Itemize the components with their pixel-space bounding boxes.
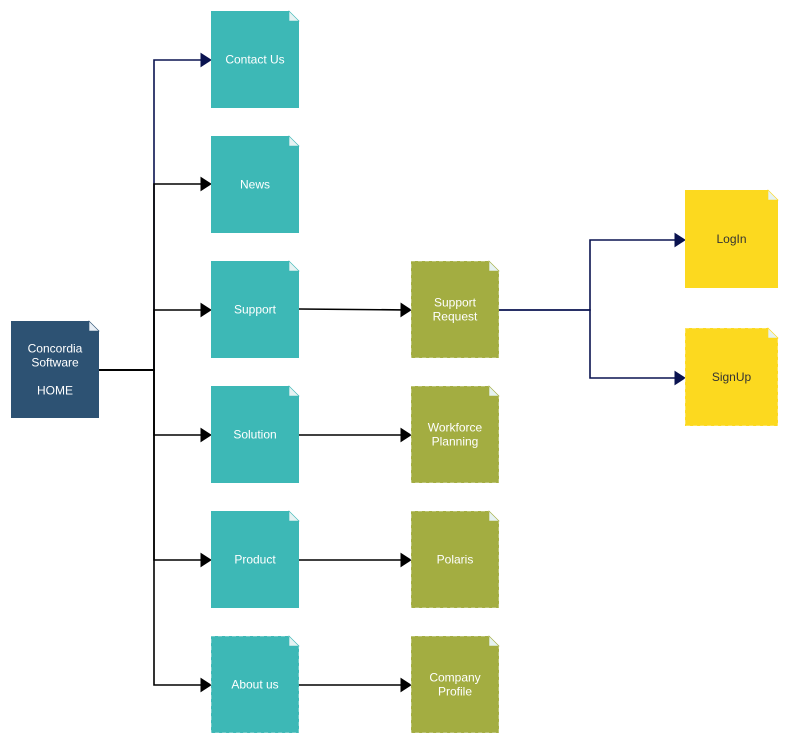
document-shape xyxy=(211,136,299,233)
node-label: Contact Us xyxy=(225,53,284,67)
edge-home-about xyxy=(99,369,212,693)
node-product[interactable]: Product xyxy=(211,510,300,608)
connector-line xyxy=(499,309,677,379)
connector-line xyxy=(99,369,203,561)
node-about[interactable]: About us xyxy=(210,635,300,734)
node-label: About us xyxy=(231,678,278,692)
connector-line xyxy=(99,309,203,371)
document-shape xyxy=(211,261,299,358)
edge-home-solution xyxy=(99,369,212,443)
node-label: Profile xyxy=(438,685,472,699)
arrowhead-icon xyxy=(400,427,412,443)
connector-line xyxy=(298,308,404,311)
arrowhead-icon xyxy=(400,677,412,693)
node-label: Polaris xyxy=(437,553,474,567)
folded-corner-icon xyxy=(288,510,300,522)
arrowhead-icon xyxy=(200,52,212,68)
edge-about-company xyxy=(299,677,412,693)
node-label: Support xyxy=(234,303,277,317)
arrowhead-icon xyxy=(200,552,212,568)
edge-request-login xyxy=(499,232,686,311)
connector-line xyxy=(99,369,203,686)
folded-corner-icon xyxy=(488,510,500,522)
folded-corner-icon xyxy=(88,320,100,332)
node-polaris[interactable]: Polaris xyxy=(410,510,500,609)
document-shape xyxy=(410,260,500,359)
document-shape xyxy=(211,511,299,608)
node-label: Request xyxy=(433,310,478,324)
folded-corner-icon xyxy=(488,385,500,397)
node-contact[interactable]: Contact Us xyxy=(211,10,300,108)
edges xyxy=(99,52,686,693)
connector-line xyxy=(99,369,203,436)
edge-home-contact xyxy=(99,52,212,371)
node-news[interactable]: News xyxy=(211,135,300,233)
document-shape xyxy=(410,385,500,484)
arrowhead-icon xyxy=(200,677,212,693)
node-label: Planning xyxy=(432,435,479,449)
edge-support-request xyxy=(298,302,412,318)
document-shape xyxy=(684,327,779,427)
folded-corner-icon xyxy=(488,635,500,647)
node-label: Software xyxy=(31,356,79,370)
folded-corner-icon xyxy=(288,260,300,272)
folded-corner-icon xyxy=(488,260,500,272)
edge-request-signup xyxy=(499,309,686,386)
node-label: HOME xyxy=(37,384,73,398)
connector-line xyxy=(499,239,677,311)
edge-home-news xyxy=(99,176,212,371)
folded-corner-icon xyxy=(288,385,300,397)
folded-corner-icon xyxy=(767,189,779,201)
arrowhead-icon xyxy=(400,302,412,318)
node-label: Solution xyxy=(233,428,276,442)
arrowhead-icon xyxy=(200,176,212,192)
connector-line xyxy=(99,59,203,371)
node-label: Concordia xyxy=(28,342,83,356)
node-label: Workforce xyxy=(428,421,483,435)
arrowhead-icon xyxy=(400,552,412,568)
folded-corner-icon xyxy=(288,10,300,22)
node-label: SignUp xyxy=(712,370,752,384)
arrowhead-icon xyxy=(200,427,212,443)
node-solution[interactable]: Solution xyxy=(211,385,300,483)
node-support[interactable]: Support xyxy=(211,260,300,358)
document-shape xyxy=(410,635,500,734)
node-label: Support xyxy=(434,296,477,310)
arrowhead-icon xyxy=(674,232,686,248)
node-signup[interactable]: SignUp xyxy=(684,327,779,427)
folded-corner-icon xyxy=(767,327,779,339)
document-shape xyxy=(211,386,299,483)
document-shape xyxy=(685,190,778,288)
node-label: News xyxy=(240,178,270,192)
document-shape xyxy=(210,635,300,734)
edge-solution-workforce xyxy=(299,427,412,443)
edge-home-support xyxy=(99,302,212,371)
connector-line xyxy=(99,183,203,371)
node-label: Company xyxy=(429,671,480,685)
node-label: LogIn xyxy=(716,232,746,246)
arrowhead-icon xyxy=(674,370,686,386)
arrowhead-icon xyxy=(200,302,212,318)
document-shape xyxy=(211,11,299,108)
edge-home-product xyxy=(99,369,212,568)
document-shape xyxy=(11,321,99,418)
node-login[interactable]: LogIn xyxy=(685,189,779,288)
node-label: Product xyxy=(234,553,276,567)
document-shape xyxy=(410,510,500,609)
folded-corner-icon xyxy=(288,135,300,147)
folded-corner-icon xyxy=(288,635,300,647)
edge-product-polaris xyxy=(299,552,412,568)
